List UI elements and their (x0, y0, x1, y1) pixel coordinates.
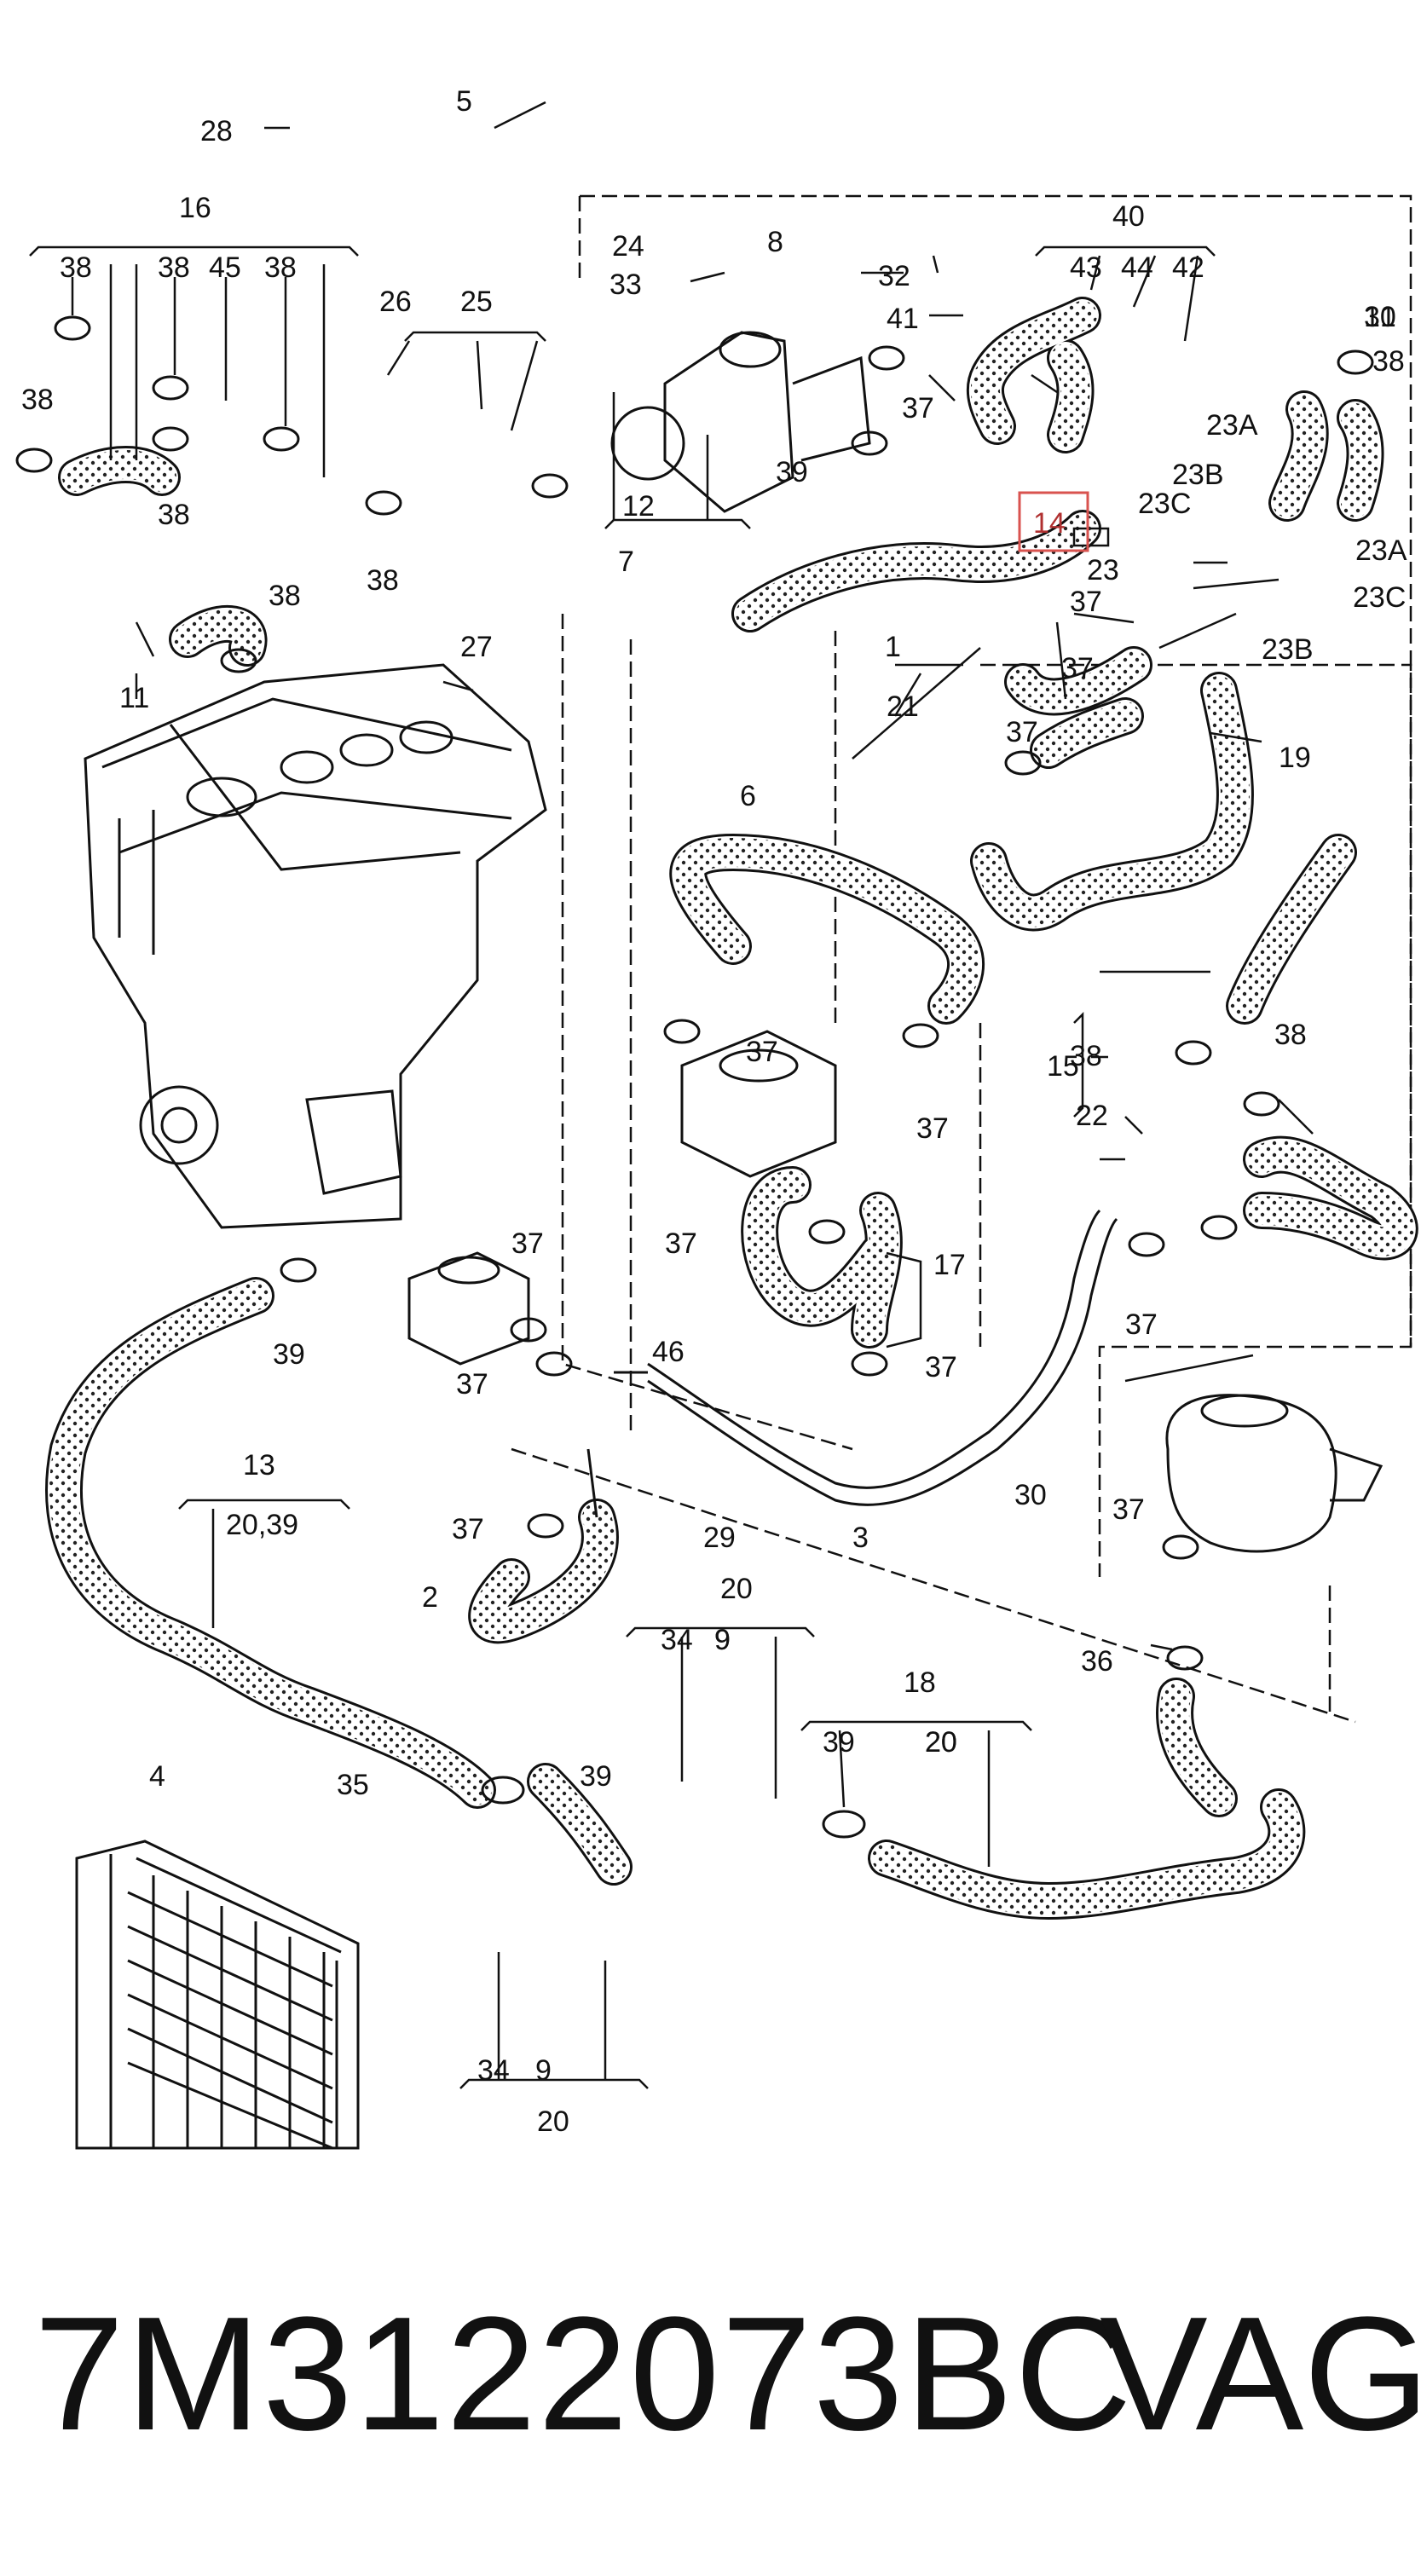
callout: 37 (746, 1036, 778, 1068)
callout: 37 (665, 1227, 697, 1260)
callout: 38 (60, 251, 92, 284)
callout: 38 (1070, 1040, 1102, 1072)
thermostat-housing (610, 331, 871, 513)
callout-labels: 1 2 3 4 5 6 7 8 9 9 9 10 11 12 13 14 15 … (21, 85, 1407, 2138)
callout: 22 (1076, 1100, 1108, 1132)
callout: 17 (933, 1249, 966, 1281)
callout: 31 (1364, 301, 1396, 333)
callout: 44 (1121, 251, 1153, 284)
callout: 34 (661, 1624, 693, 1656)
callout: 24 (612, 230, 644, 263)
callout: 39 (776, 456, 808, 488)
callout: 20 (537, 2105, 569, 2138)
callout: 8 (767, 226, 783, 258)
callout: 30 (1014, 1479, 1047, 1511)
callout: 45 (209, 251, 241, 284)
callout: 34 (477, 2054, 510, 2087)
callout: 39 (580, 1760, 612, 1793)
radiator (75, 1840, 360, 2150)
callout: 11 (119, 682, 149, 714)
callout: 32 (878, 260, 910, 292)
callout: 42 (1172, 251, 1204, 284)
callout: 13 (243, 1449, 275, 1481)
callout: 1 (885, 631, 901, 663)
callout: 20 (925, 1726, 957, 1759)
callout: 37 (456, 1368, 488, 1401)
callout: 38 (1274, 1019, 1307, 1051)
callout: 23C (1353, 581, 1406, 614)
oil-cooler-center (680, 1030, 837, 1178)
callout: 38 (158, 251, 190, 284)
callout: 18 (904, 1666, 936, 1699)
callout: 41 (887, 303, 919, 335)
callout: 9 (714, 1624, 731, 1656)
callout: 2 (422, 1581, 438, 1614)
coolant-system-exploded-diagram: 1 2 3 4 5 6 7 8 9 9 9 10 11 12 13 14 15 … (15, 85, 1418, 2150)
callout: 35 (337, 1769, 369, 1801)
callout: 38 (264, 251, 297, 284)
callout: 12 (622, 490, 655, 523)
engine-block (84, 663, 547, 1229)
callout-highlighted: 14 (1033, 507, 1066, 540)
callout: 46 (652, 1336, 685, 1368)
callout: 28 (200, 115, 233, 147)
callout: 37 (452, 1513, 484, 1545)
brand-name: VAG (1100, 2284, 1421, 2464)
part-number: 7M3122073BC (34, 2284, 1134, 2464)
expansion-tank (1165, 1394, 1383, 1553)
callout: 37 (916, 1112, 949, 1145)
callout: 23B (1172, 459, 1224, 491)
callout: 10 (1364, 301, 1396, 333)
callout: 7 (618, 546, 634, 578)
callout: 26 (379, 286, 412, 318)
callout: 23A (1206, 409, 1258, 442)
callout: 23B (1262, 633, 1314, 666)
callout: 37 (925, 1351, 957, 1383)
callout: 21 (887, 690, 919, 723)
leader-lines (29, 101, 1314, 2089)
callout: 23C (1138, 488, 1191, 520)
callout: 37 (511, 1227, 544, 1260)
callout: 19 (1279, 742, 1311, 774)
callout: 20 (720, 1573, 753, 1605)
callout: 15 (1047, 1050, 1079, 1083)
callout: 38 (1372, 345, 1405, 378)
callout: 36 (1081, 1645, 1113, 1678)
callout: 27 (460, 631, 493, 663)
coolant-pipe (586, 1209, 1118, 1518)
callout: 37 (1125, 1308, 1158, 1341)
callout: 38 (269, 580, 301, 612)
callout: 5 (456, 85, 472, 118)
callout: 25 (460, 286, 493, 318)
callout: 9 (714, 1624, 731, 1656)
callout: 39 (273, 1338, 305, 1371)
callout: 6 (740, 780, 756, 812)
callout: 20 (925, 1726, 957, 1759)
callout: 39 (823, 1726, 855, 1759)
callout: 20,39 (226, 1509, 298, 1541)
callout: 33 (609, 269, 642, 301)
callout: 16 (179, 192, 211, 224)
callout: 37 (1061, 652, 1094, 684)
oil-cooler-left (407, 1251, 530, 1366)
callout: 29 (703, 1522, 736, 1554)
callout: 38 (21, 384, 54, 416)
callout: 37 (1112, 1493, 1145, 1526)
dashed-frames (511, 194, 1412, 1724)
callout: 37 (902, 392, 934, 425)
callout: 37 (1070, 586, 1102, 618)
callout: 38 (158, 499, 190, 531)
callout: 23A (1355, 534, 1407, 567)
hose-clamps (15, 315, 1374, 1839)
hoses (45, 297, 1418, 1920)
callout: 4 (149, 1760, 165, 1793)
callout: 37 (1006, 716, 1038, 748)
callout: 23 (1087, 554, 1119, 586)
callout: 9 (535, 2054, 552, 2087)
callout: 3 (852, 1522, 869, 1554)
callout: 38 (367, 564, 399, 597)
highlight-box-14 (1018, 491, 1089, 552)
callout: 40 (1112, 200, 1145, 233)
callout: 43 (1070, 251, 1102, 284)
